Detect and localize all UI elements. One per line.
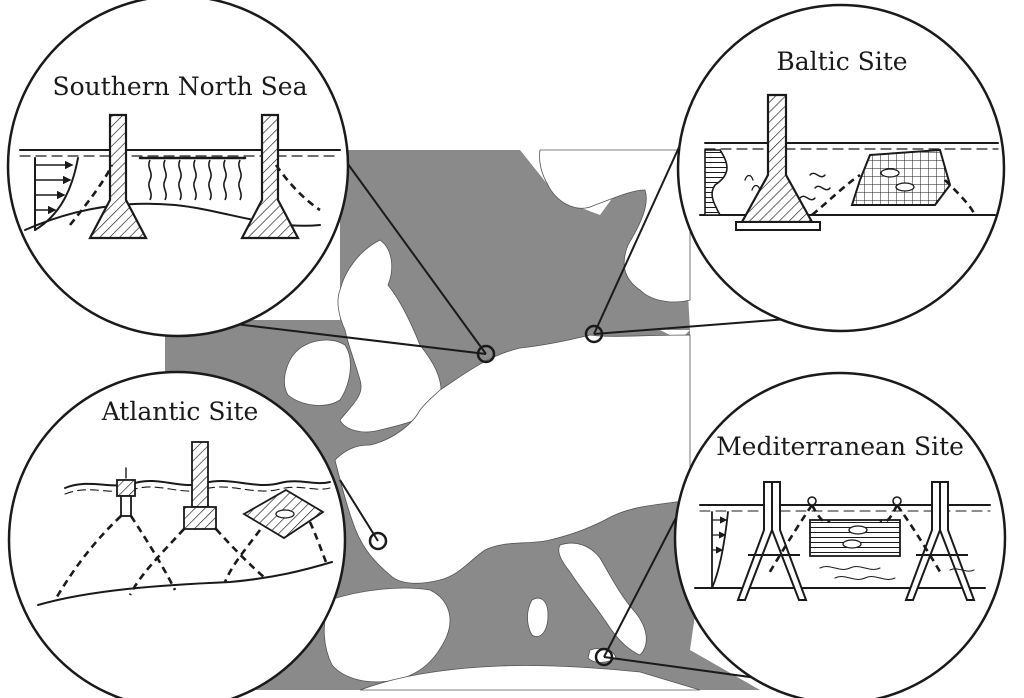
title-atlantic: Atlantic Site: [101, 397, 259, 426]
inset-atlantic: Atlantic Site: [7, 370, 347, 698]
leader-baltic-a: [593, 144, 681, 335]
leader-baltic-b: [593, 317, 801, 335]
leader-atlantic-a: [339, 479, 379, 542]
title-mediterranean: Mediterranean Site: [716, 432, 964, 461]
current-profile-med-icon: [711, 511, 729, 589]
mussel-longline-icon: [138, 156, 247, 201]
fish-cage-atlantic-icon: [242, 488, 325, 540]
sardinia: [527, 597, 549, 637]
marker-mediterranean[interactable]: [594, 647, 614, 667]
inset-mediterranean: Mediterranean Site: [673, 371, 1007, 698]
continental-europe: [334, 334, 691, 584]
jacket-foundation-left-icon: [736, 481, 808, 601]
ireland: [284, 339, 351, 406]
foundation-left-icon: [88, 113, 148, 240]
leader-mediterranean-a: [603, 509, 681, 658]
current-profile-icon: [34, 157, 79, 231]
wave-energy-buoy-icon: [116, 467, 136, 517]
stratification-profile-icon: [704, 149, 728, 216]
inset-southern-north-sea: Southern North Sea: [6, 0, 350, 338]
title-baltic: Baltic Site: [776, 47, 907, 76]
title-southern-north-sea: Southern North Sea: [52, 72, 307, 101]
iberian-peninsula: [323, 587, 451, 683]
jacket-foundation-right-icon: [904, 481, 976, 601]
inset-baltic: Baltic Site: [676, 3, 1006, 333]
fish-cage-icon: [850, 148, 952, 206]
leader-southern-north-sea-a: [344, 159, 487, 355]
italian-peninsula: [558, 542, 647, 656]
marker-atlantic[interactable]: [368, 531, 388, 551]
fish-cage-med-icon: [809, 519, 901, 557]
offshore-turbine-icon: [183, 441, 217, 530]
north-africa: [359, 665, 701, 691]
foundation-right-icon: [240, 113, 300, 240]
scandinavia: [539, 149, 691, 303]
